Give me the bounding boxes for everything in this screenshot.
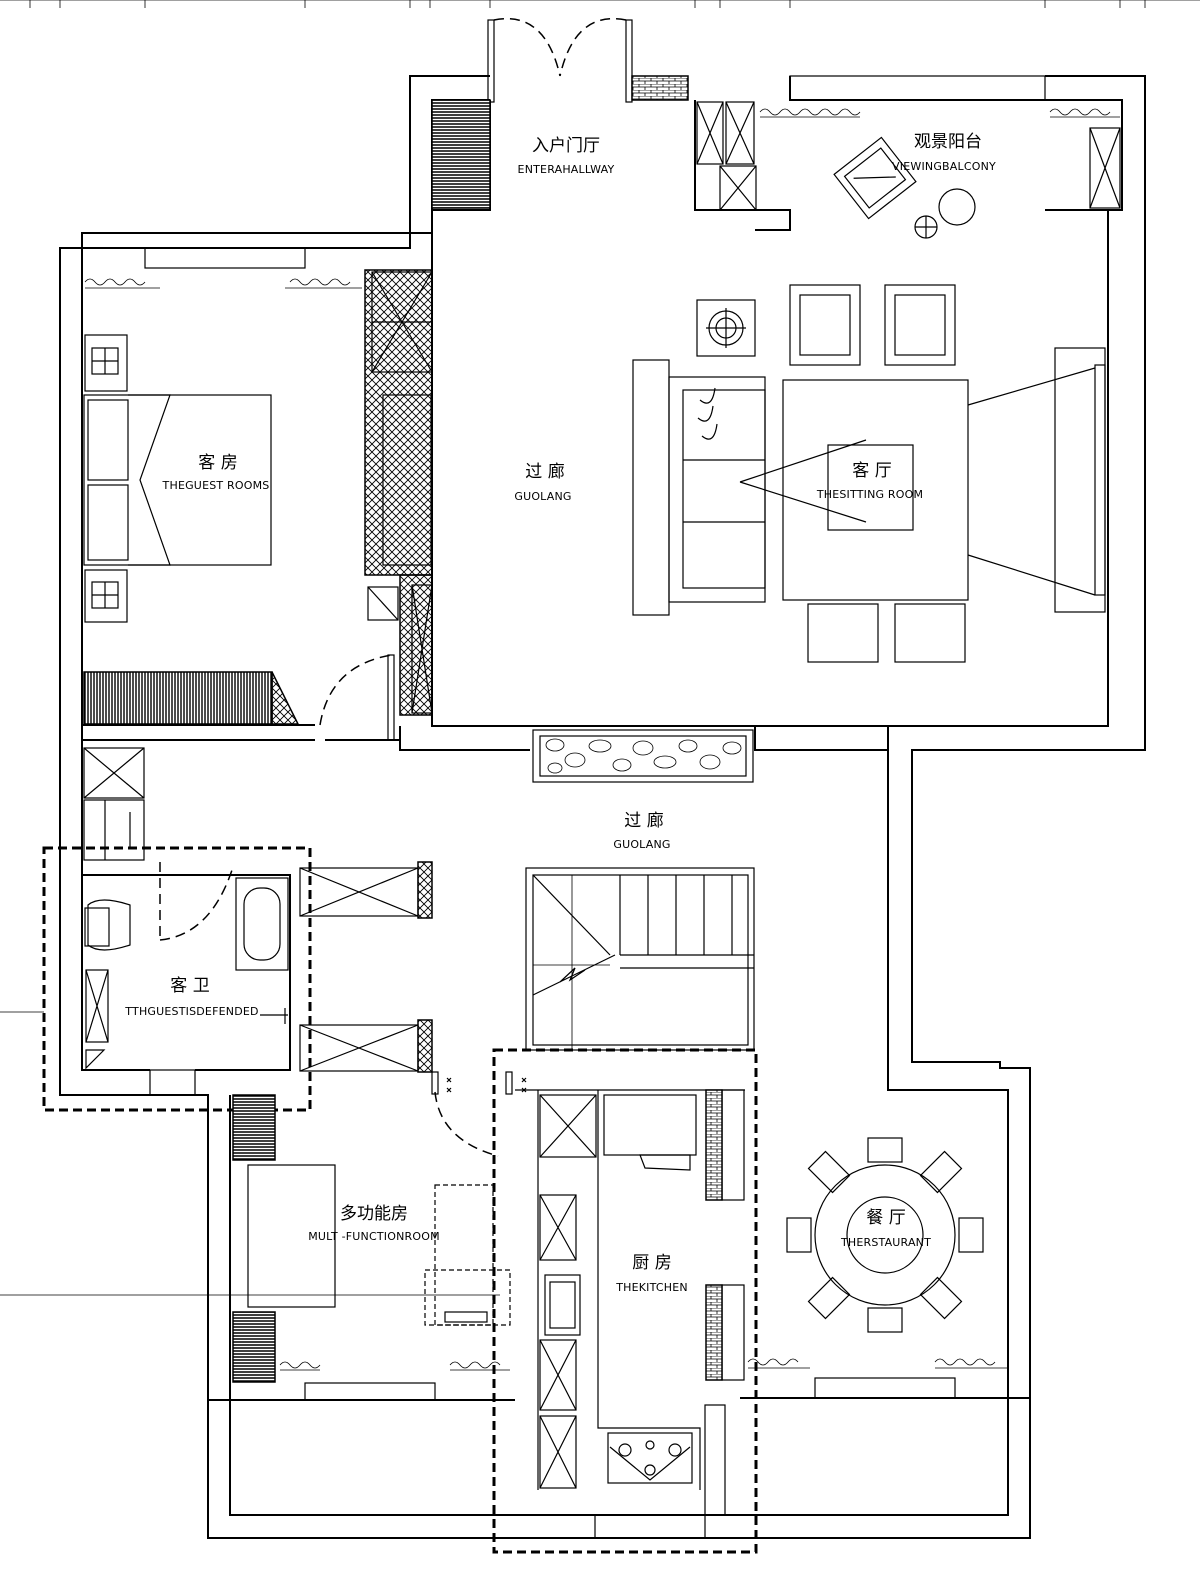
corridor-wardrobe (364, 269, 433, 716)
label-kitchen-en: THEKITCHEN (615, 1281, 688, 1294)
label-dining: 餐 厅 (866, 1208, 905, 1228)
guest-bath-fixtures (83, 747, 289, 1070)
label-dining-en: THERSTAURANT (840, 1236, 931, 1249)
living-sofa (632, 359, 766, 616)
room-labels: 入户门厅 ENTERAHALLWAY 观景阳台 VIEWINGBALCONY 客… (124, 132, 996, 1294)
door-jambs (431, 1071, 527, 1095)
living-lamp-table (696, 299, 756, 357)
label-entry-hall: 入户门厅 (532, 136, 600, 156)
label-guest-bath-en: TTHGUESTISDEFENDED (124, 1005, 258, 1018)
staircase (525, 867, 755, 1051)
label-guest-room-en: THEGUEST ROOMS (162, 479, 270, 492)
windows (144, 75, 1046, 1539)
kitchen-brick-2 (705, 1284, 723, 1381)
guest-door-leaf (387, 654, 395, 741)
label-living-en: THESITTING ROOM (816, 488, 923, 501)
kitchen-boundary (492, 1048, 758, 1554)
label-corridor-2: 过 廊 (624, 811, 663, 831)
guest-bath-boundary (42, 846, 312, 1112)
dining-table (786, 1137, 984, 1333)
tv-cabinet (967, 347, 1106, 613)
balcony-cabinets (696, 101, 1121, 211)
label-kitchen: 厨 房 (632, 1253, 671, 1273)
balcony-lounge-chair (833, 136, 917, 220)
multi-room-door[interactable] (434, 1091, 499, 1157)
multi-room-furniture (232, 1094, 511, 1383)
label-guest-room: 客 房 (198, 453, 237, 473)
label-corridor-1-en: GUOLANG (514, 490, 571, 503)
stone-planter (532, 729, 754, 783)
balcony-small-stool (914, 215, 938, 239)
label-guest-bath: 客 卫 (170, 976, 209, 996)
label-balcony-en: VIEWINGBALCONY (892, 160, 996, 173)
hall-shoe-cabinet (431, 99, 491, 209)
label-corridor-1: 过 廊 (525, 462, 564, 482)
label-entry-hall-en: ENTERAHALLWAY (518, 163, 615, 176)
corridor-cabinets (299, 861, 433, 1073)
living-rug-and-table (739, 379, 969, 663)
kitchen-brick-1 (705, 1089, 723, 1201)
guest-bed (83, 394, 272, 566)
kitchen-fixtures (515, 1089, 745, 1516)
dimension-ticks (0, 0, 1200, 8)
entrance-double-door[interactable] (487, 18, 689, 103)
label-living: 客 厅 (852, 461, 891, 481)
label-corridor-2-en: GUOLANG (613, 838, 670, 851)
balcony-side-table (938, 188, 976, 226)
label-multi-room-en: MULT -FUNCTIONROOM (308, 1230, 440, 1243)
outer-walls (59, 75, 1146, 1539)
living-armchairs (789, 284, 956, 366)
label-balcony: 观景阳台 (914, 132, 982, 152)
guest-wardrobe (83, 671, 300, 725)
guest-nightstands (84, 334, 128, 623)
label-multi-room: 多功能房 (340, 1204, 408, 1224)
guest-room-door[interactable] (319, 654, 393, 726)
curtains (84, 108, 1120, 1371)
